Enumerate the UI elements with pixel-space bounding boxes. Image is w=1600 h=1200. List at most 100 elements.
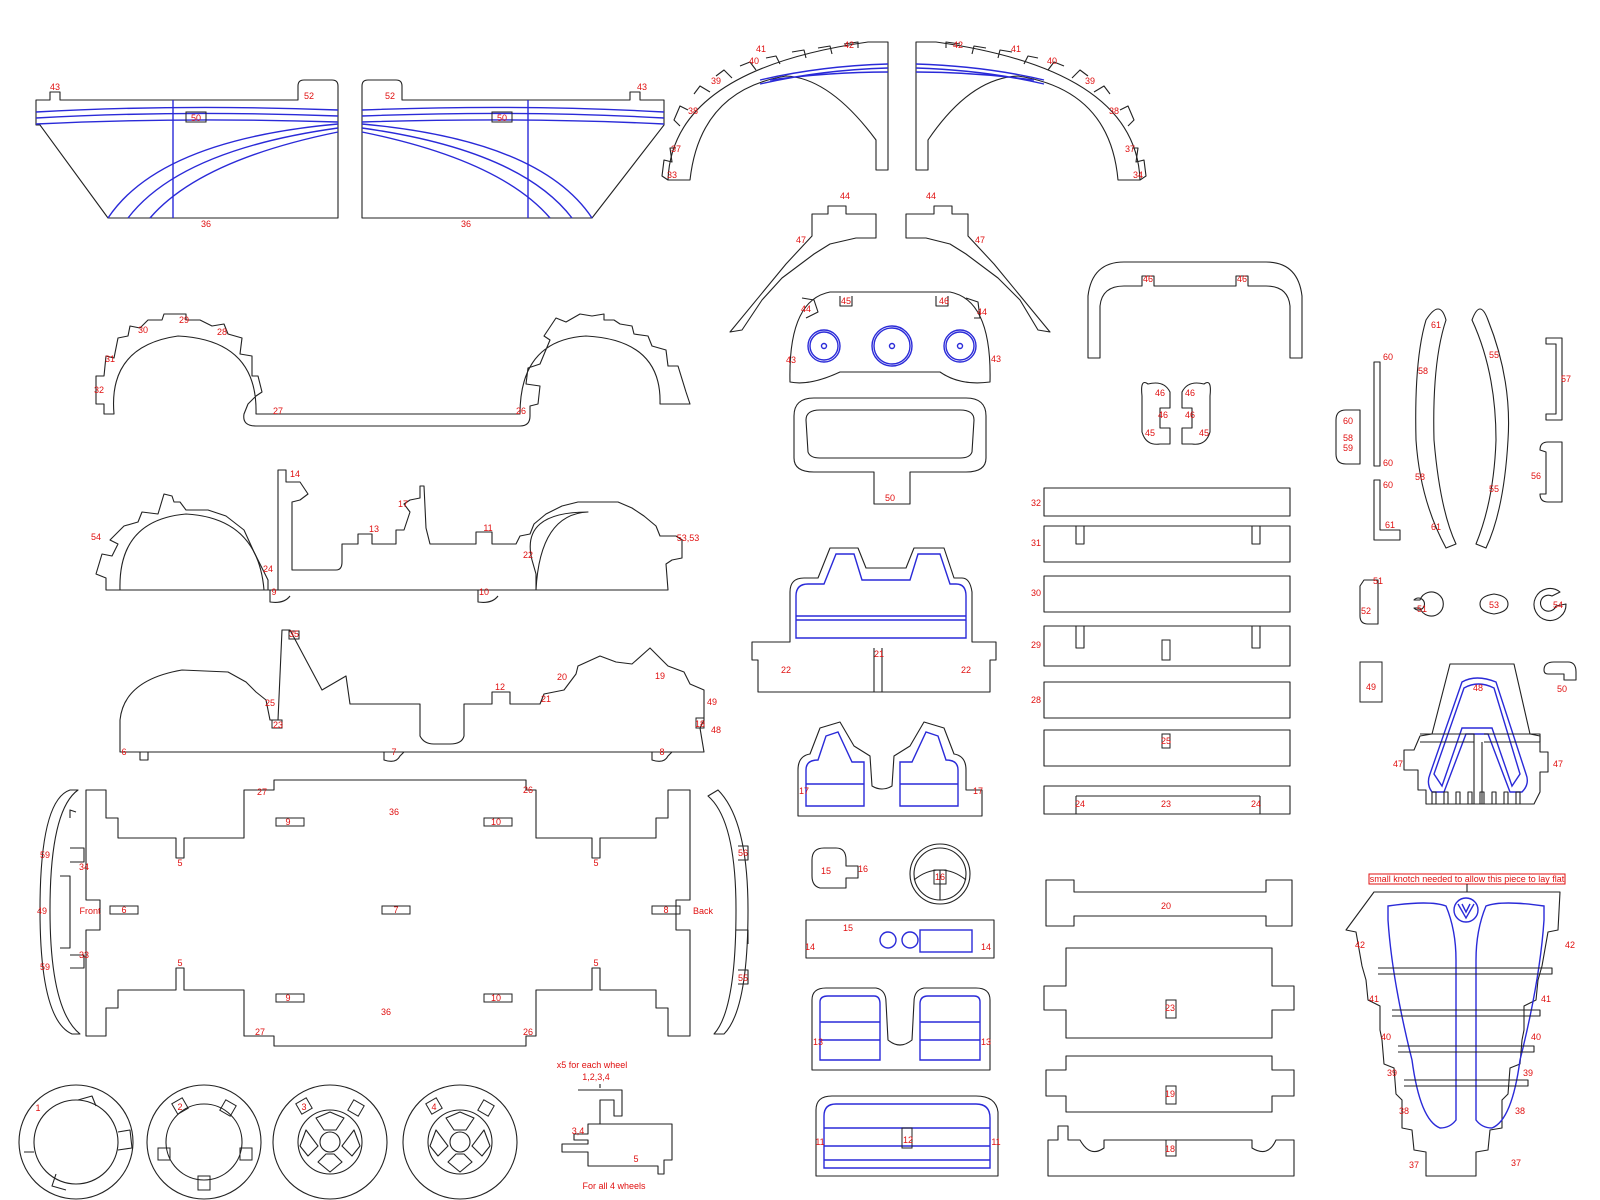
label: 44 xyxy=(926,191,936,201)
label: 16 xyxy=(935,872,945,882)
label: 41 xyxy=(1369,994,1379,1004)
label: 47 xyxy=(796,235,806,245)
label: 46 xyxy=(1237,274,1247,284)
label: 19 xyxy=(655,671,665,681)
clips: 46 46 46 46 45 45 xyxy=(1141,381,1211,445)
label: 53,53 xyxy=(677,533,700,543)
label: 46 xyxy=(939,296,949,306)
label: 52 xyxy=(304,91,314,101)
label: 50 xyxy=(191,113,201,123)
label: 46 xyxy=(1143,274,1153,284)
label: 24 xyxy=(1251,799,1261,809)
label: 47 xyxy=(975,235,985,245)
label: 37 xyxy=(1409,1160,1419,1170)
label: 33 xyxy=(667,170,677,180)
label: 13 xyxy=(369,524,379,534)
body-side-lower: 35 23 12 20 19 25 21 49 18 48 6 7 8 xyxy=(119,629,721,762)
label: 37 xyxy=(1511,1158,1521,1168)
label: 12 xyxy=(903,1135,913,1145)
roof-panel-right: 52 43 50 36 xyxy=(361,79,665,229)
label: 55 xyxy=(1489,350,1499,360)
label: 40 xyxy=(749,56,759,66)
label: 30 xyxy=(138,325,148,335)
label: 18 xyxy=(695,719,705,729)
label: 36 xyxy=(389,807,399,817)
label: 46 xyxy=(1155,388,1165,398)
wheel-2: 2 xyxy=(146,1084,262,1200)
cross-members: 32 31 30 29 28 25 24 23 24 xyxy=(1031,487,1291,815)
label: 38 xyxy=(1515,1106,1525,1116)
rear-seat: 22 21 22 xyxy=(751,547,997,693)
label: 38 xyxy=(1399,1106,1409,1116)
label: 42 xyxy=(1355,940,1365,950)
label: 6 xyxy=(121,905,126,915)
label: 58 xyxy=(1415,472,1425,482)
label: 56 xyxy=(738,848,748,858)
label: 50 xyxy=(885,493,895,503)
label: 43 xyxy=(786,355,796,365)
label: 45 xyxy=(841,296,851,306)
all-wheels-note: For all 4 wheels xyxy=(582,1181,646,1191)
label: 60 xyxy=(1383,480,1393,490)
wheel-arch-left: 42 41 40 39 38 37 33 xyxy=(661,40,889,181)
label: 43 xyxy=(991,354,1001,364)
label: 38 xyxy=(1109,106,1119,116)
label: 14 xyxy=(290,469,300,479)
label: 29 xyxy=(179,315,189,325)
engine-lid: 48 47 47 xyxy=(1393,663,1563,805)
label: 36 xyxy=(461,219,471,229)
label: 36 xyxy=(381,1007,391,1017)
label: 42 xyxy=(844,40,854,50)
grille-panel: 11 12 11 xyxy=(815,1095,1001,1177)
label: 53 xyxy=(1489,600,1499,610)
back-label: Back xyxy=(693,906,714,916)
label: 17 xyxy=(398,499,408,509)
label: 10 xyxy=(491,993,501,1003)
label: 56 xyxy=(1531,471,1541,481)
label: 9 xyxy=(285,993,290,1003)
lower-cross-pieces: 20 23 19 18 xyxy=(1043,879,1295,1177)
label: 40 xyxy=(1531,1032,1541,1042)
label: 10 xyxy=(491,817,501,827)
label: 29 xyxy=(1031,640,1041,650)
label: 44 xyxy=(977,307,987,317)
label: 42 xyxy=(953,40,963,50)
label: 41 xyxy=(1011,44,1021,54)
label: 30 xyxy=(1031,588,1041,598)
bumper-arch: 46 46 xyxy=(1087,261,1303,359)
front-label: Front xyxy=(79,906,101,916)
label: 34 xyxy=(79,862,89,872)
label: 22 xyxy=(961,665,971,675)
label: 48 xyxy=(711,725,721,735)
body-side-upper: 14 17 13 11 54 24 22 53,53 9 10 xyxy=(91,469,700,603)
label: 36 xyxy=(201,219,211,229)
label: 27 xyxy=(255,1027,265,1037)
label: 57 xyxy=(1561,374,1571,384)
label: 8 xyxy=(663,905,668,915)
label: 46 xyxy=(1158,410,1168,420)
label: 46 xyxy=(1185,388,1195,398)
label: 22 xyxy=(523,550,533,560)
label: 14 xyxy=(805,942,815,952)
label: 25 xyxy=(265,698,275,708)
label: 23 xyxy=(273,720,283,730)
label: 61 xyxy=(1431,522,1441,532)
label: 5 xyxy=(593,958,598,968)
label: 51 xyxy=(1373,576,1383,586)
label: 60 xyxy=(1383,458,1393,468)
label: 45 xyxy=(1145,428,1155,438)
label: 7 xyxy=(391,747,396,757)
label: 7 xyxy=(393,905,398,915)
label: 15 xyxy=(843,923,853,933)
label: 38 xyxy=(688,106,698,116)
wheel-parts-note: 1,2,3,4 xyxy=(582,1072,610,1082)
label: 24 xyxy=(1075,799,1085,809)
wheel-count-note: x5 for each wheel xyxy=(557,1060,628,1070)
label: 3 xyxy=(301,1102,306,1112)
label: 54 xyxy=(1553,600,1563,610)
label: 44 xyxy=(801,304,811,314)
label: 20 xyxy=(1161,901,1171,911)
label: 59 xyxy=(40,850,50,860)
label: 2 xyxy=(177,1102,182,1112)
dashboard-wings: 44 44 47 47 xyxy=(729,191,1051,333)
